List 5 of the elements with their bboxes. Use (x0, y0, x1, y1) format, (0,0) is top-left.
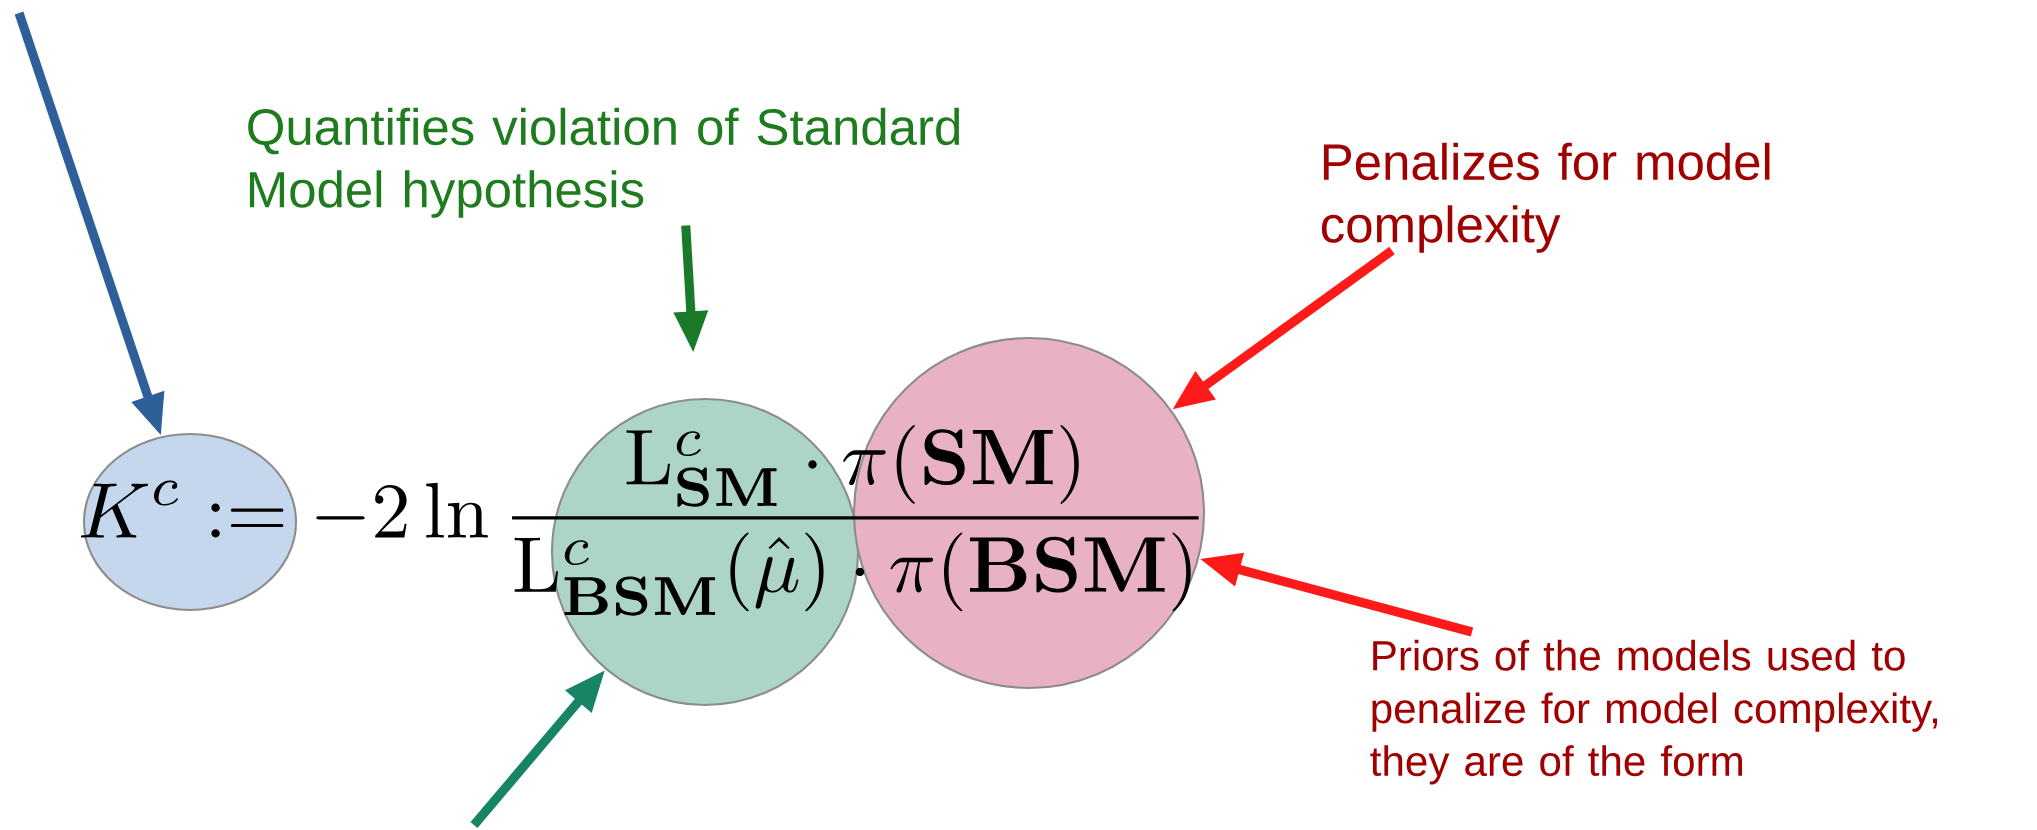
annotation-text: Priors of the models used to penalize for model complexity, they are of the form (1370, 639, 1938, 785)
annotation-text: Penalizes for model complexity (1321, 142, 1770, 253)
formula: $K^c := -2\ln\frac{\mathrm{L}^c_{\mathbf{SM}}\cdot\pi(\mathbf{SM})}{\mathrm{L}^c_{\mathbf{BSM}}(\hat{\mu})\cdot\pi(\mathbf{BSM})}$ (80, 425, 1199, 616)
annotation-text: Quantifies violation of Standard Model hypothesis (248, 107, 960, 218)
highlight-ellipse (82, 432, 298, 612)
